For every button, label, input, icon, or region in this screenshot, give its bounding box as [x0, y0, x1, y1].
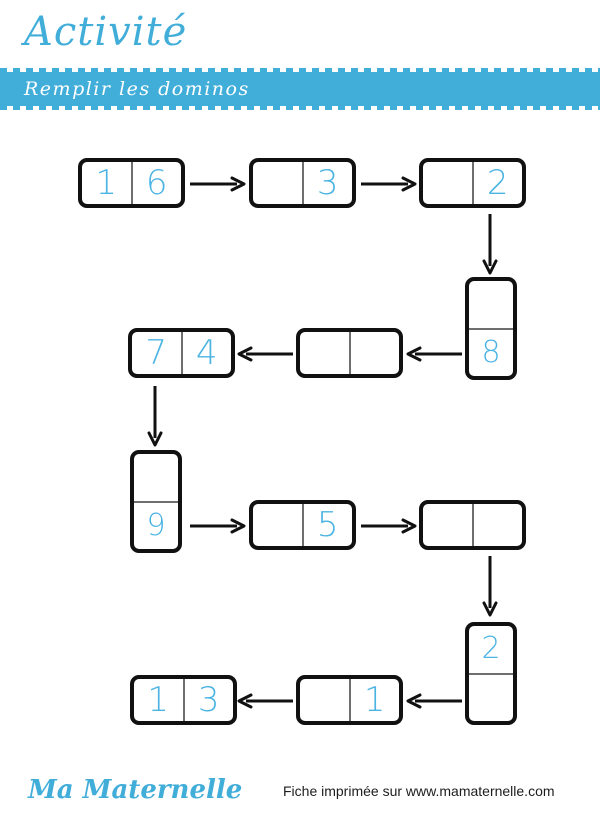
domino-digit: 2 [481, 631, 501, 667]
flow-arrow-left [406, 693, 462, 709]
flow-arrow-right [361, 176, 417, 192]
flow-arrow-left [237, 346, 293, 362]
domino-half[interactable]: 6 [133, 162, 182, 204]
domino-digit: 3 [316, 163, 339, 203]
footer-note: Fiche imprimée sur www.mamaternelle.com [283, 783, 555, 799]
domino-half[interactable]: 9 [134, 503, 178, 550]
domino-half[interactable]: 1 [82, 162, 133, 204]
subtitle-text: Remplir les dominos [24, 78, 250, 100]
subtitle-band: Remplir les dominos [0, 68, 600, 110]
domino-half[interactable]: 7 [132, 332, 183, 374]
domino-digit: 2 [486, 163, 509, 203]
flow-arrow-right [361, 518, 417, 534]
flow-arrow-down [482, 214, 498, 275]
domino-half[interactable] [351, 332, 400, 374]
domino-half[interactable] [474, 504, 523, 546]
domino-digit: 1 [147, 680, 170, 720]
domino-half[interactable] [469, 281, 513, 330]
domino[interactable]: 9 [130, 450, 182, 553]
domino-half[interactable] [253, 504, 304, 546]
domino[interactable] [296, 328, 403, 378]
domino-half[interactable]: 8 [469, 330, 513, 377]
domino-digit: 1 [363, 680, 386, 720]
domino-half[interactable]: 3 [304, 162, 353, 204]
flow-arrow-right [190, 518, 246, 534]
domino-half[interactable]: 5 [304, 504, 353, 546]
domino-half[interactable]: 1 [134, 679, 185, 721]
flow-arrow-left [406, 346, 462, 362]
domino-half[interactable] [253, 162, 304, 204]
domino-half[interactable] [469, 675, 513, 722]
domino-half[interactable] [300, 679, 351, 721]
domino[interactable]: 2 [465, 622, 517, 725]
domino-digit: 9 [146, 507, 166, 543]
domino[interactable]: 3 [249, 158, 356, 208]
domino-half[interactable] [300, 332, 351, 374]
domino[interactable]: 2 [419, 158, 526, 208]
flow-arrow-down [147, 386, 163, 447]
domino[interactable]: 8 [465, 277, 517, 380]
domino-half[interactable] [423, 162, 474, 204]
domino-half[interactable]: 1 [351, 679, 400, 721]
domino-half[interactable]: 3 [185, 679, 234, 721]
domino-half[interactable] [423, 504, 474, 546]
domino[interactable]: 5 [249, 500, 356, 550]
flow-arrow-left [237, 693, 293, 709]
flow-arrow-right [190, 176, 246, 192]
page-title: Activité [24, 9, 188, 55]
domino-half[interactable] [134, 454, 178, 503]
domino-digit: 3 [197, 680, 220, 720]
domino-digit: 4 [195, 333, 218, 373]
domino[interactable] [419, 500, 526, 550]
footer-logo: Ma Maternelle [28, 775, 243, 805]
domino-digit: 1 [95, 163, 118, 203]
domino-half[interactable]: 4 [183, 332, 232, 374]
domino-digit: 7 [145, 333, 168, 373]
domino-digit: 8 [481, 334, 501, 370]
domino-digit: 5 [316, 505, 339, 545]
flow-arrow-down [482, 556, 498, 617]
domino[interactable]: 1 [296, 675, 403, 725]
domino-digit: 6 [145, 163, 168, 203]
domino-half[interactable]: 2 [474, 162, 523, 204]
domino-half[interactable]: 2 [469, 626, 513, 675]
